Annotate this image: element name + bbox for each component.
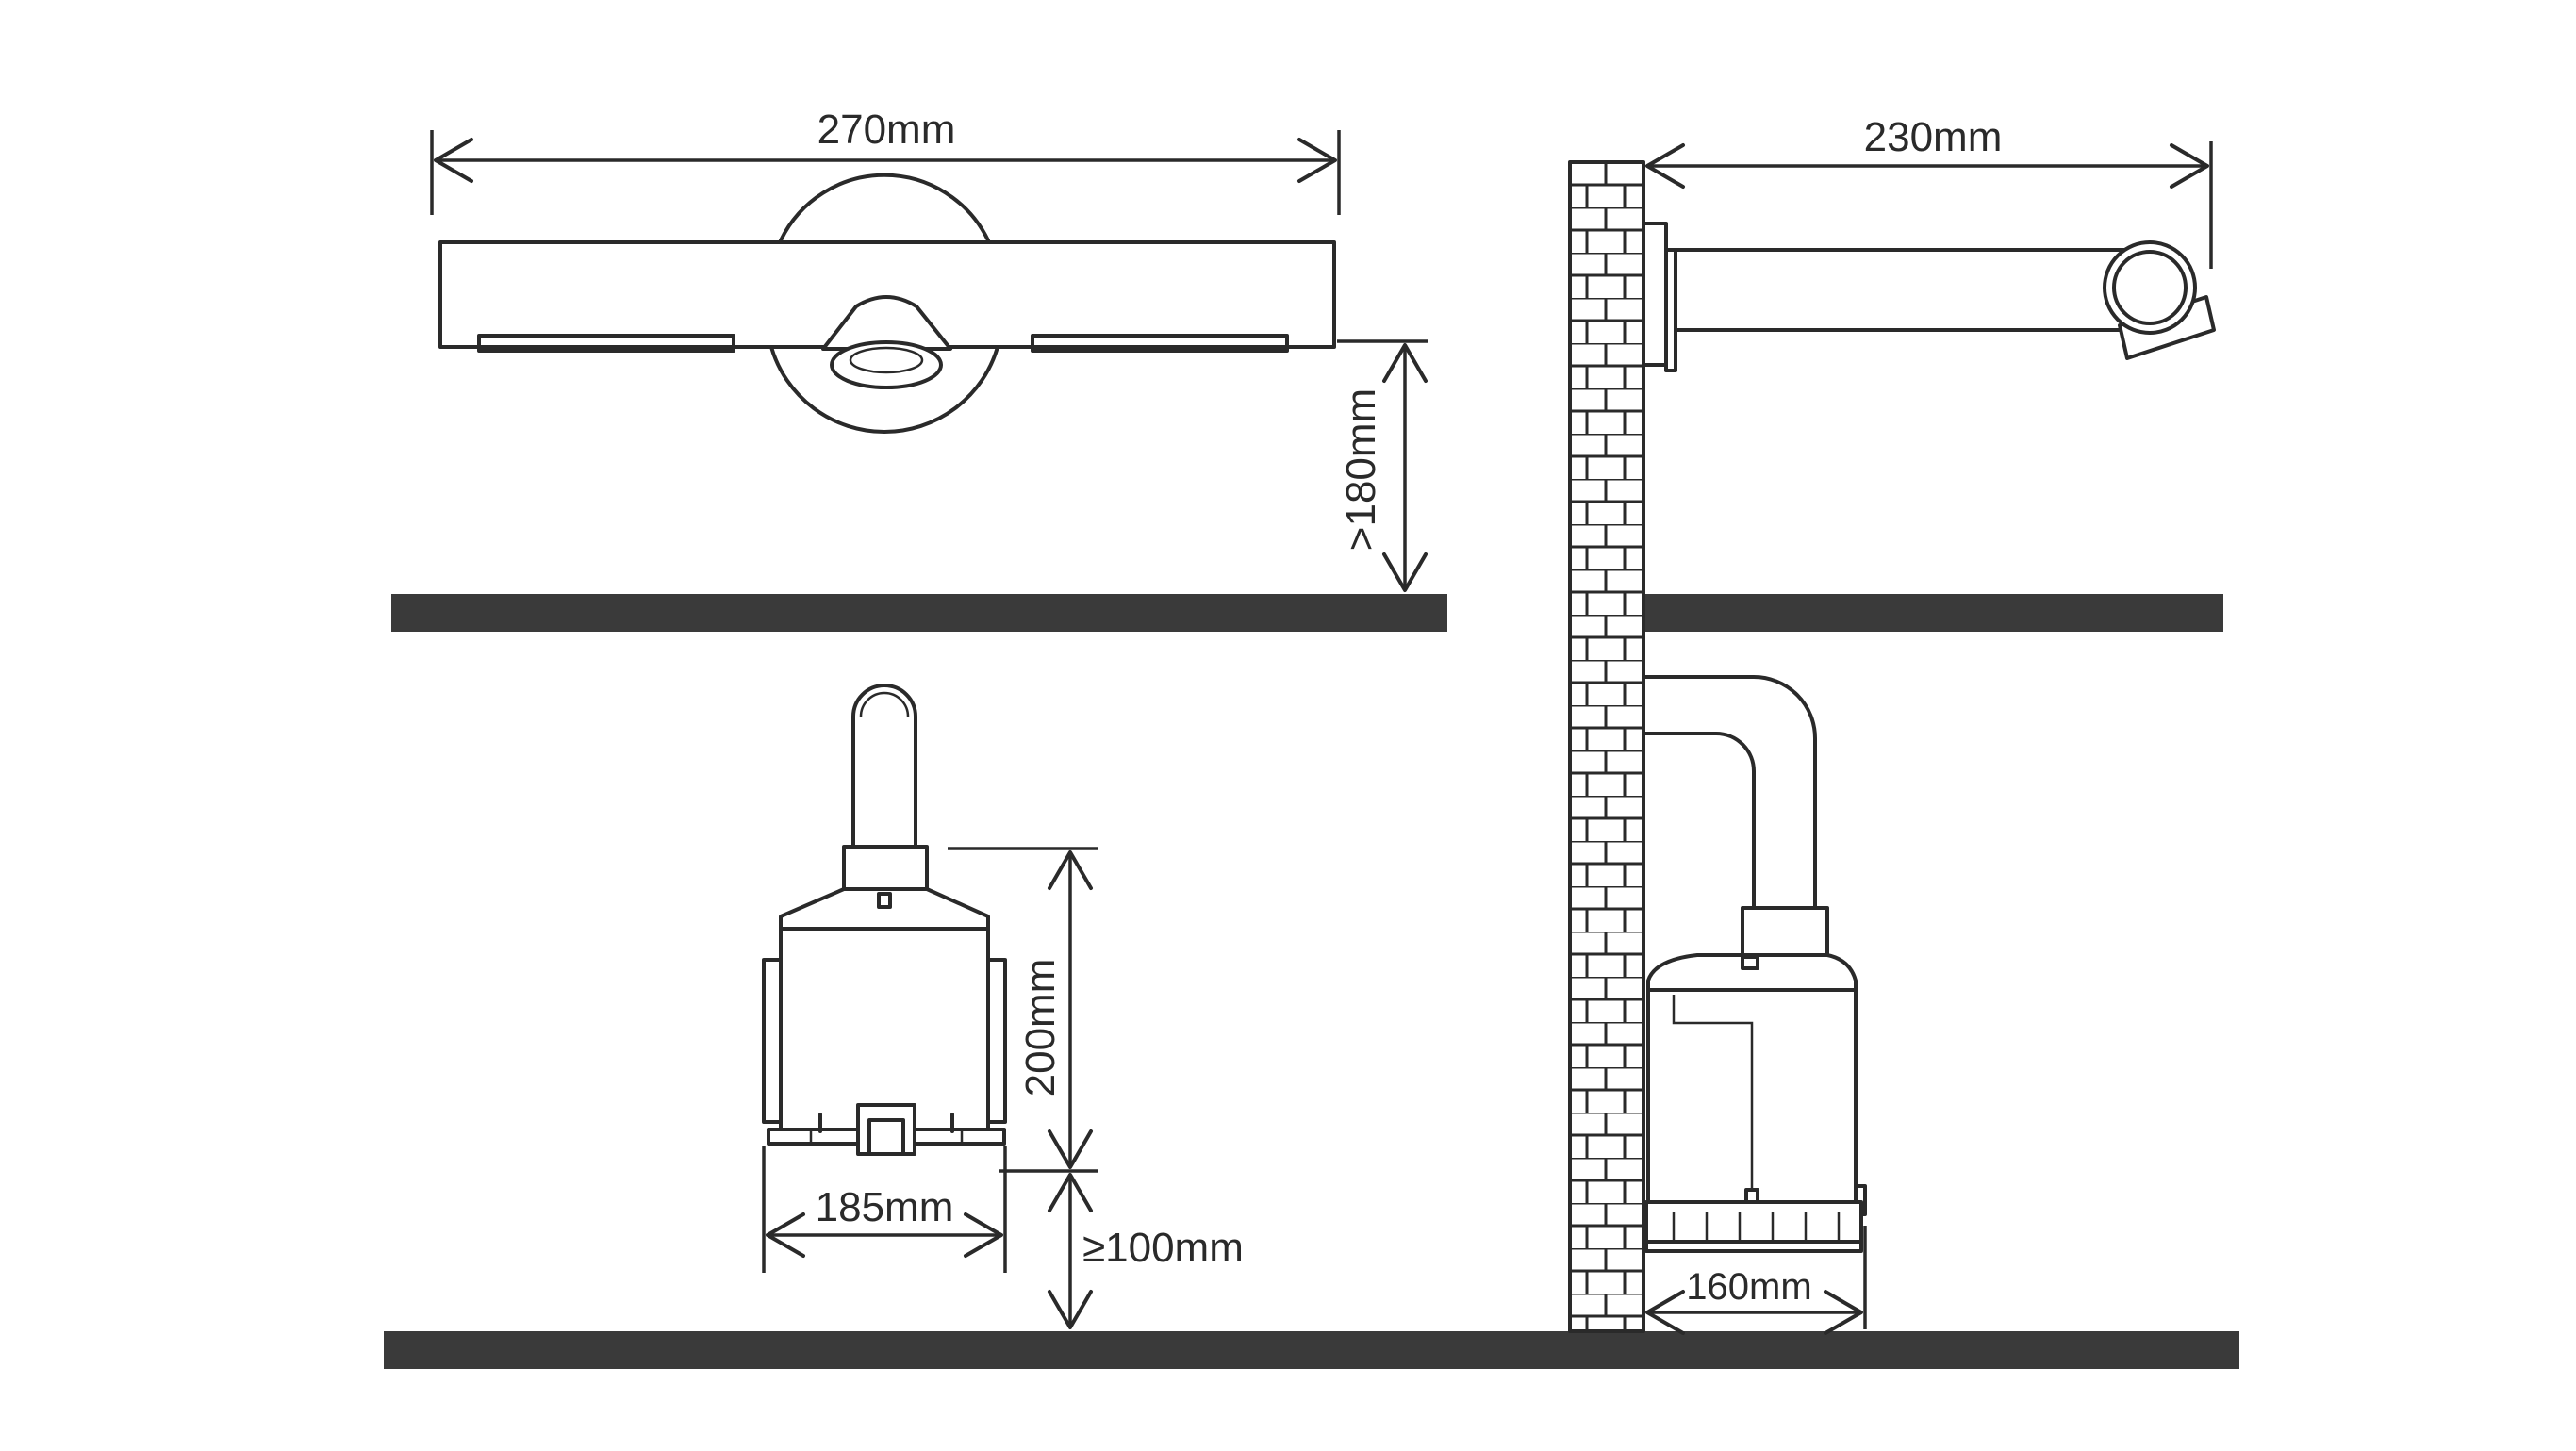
front-clearance-dimension [1048, 1173, 1093, 1329]
side-view-unit [1642, 675, 1867, 1253]
top-width-dimension [430, 130, 1341, 215]
top-width-label: 270mm [817, 107, 956, 153]
upper-left-shelf [391, 594, 1447, 632]
front-width-label: 185mm [816, 1184, 954, 1230]
side-width-dimension [1645, 1226, 1867, 1335]
front-width-dimension [762, 1146, 1007, 1273]
top-clearance-dimension [1337, 339, 1428, 592]
top-clearance-label: >180mm [1338, 388, 1384, 551]
front-clearance-label: ≥100mm [1082, 1225, 1244, 1271]
front-height-dimension [948, 847, 1098, 1173]
side-arm-unit [1642, 222, 2216, 372]
upper-right-shelf [1643, 594, 2223, 632]
front-view-unit [762, 684, 1007, 1156]
top-view-unit [438, 173, 1336, 434]
side-reach-dimension [1645, 141, 2213, 269]
ground-floor [384, 1331, 2239, 1369]
front-height-label: 200mm [1017, 959, 1064, 1097]
side-width-label: 160mm [1686, 1266, 1811, 1308]
side-reach-label: 230mm [1864, 114, 2003, 160]
brick-wall [1568, 160, 1645, 1333]
